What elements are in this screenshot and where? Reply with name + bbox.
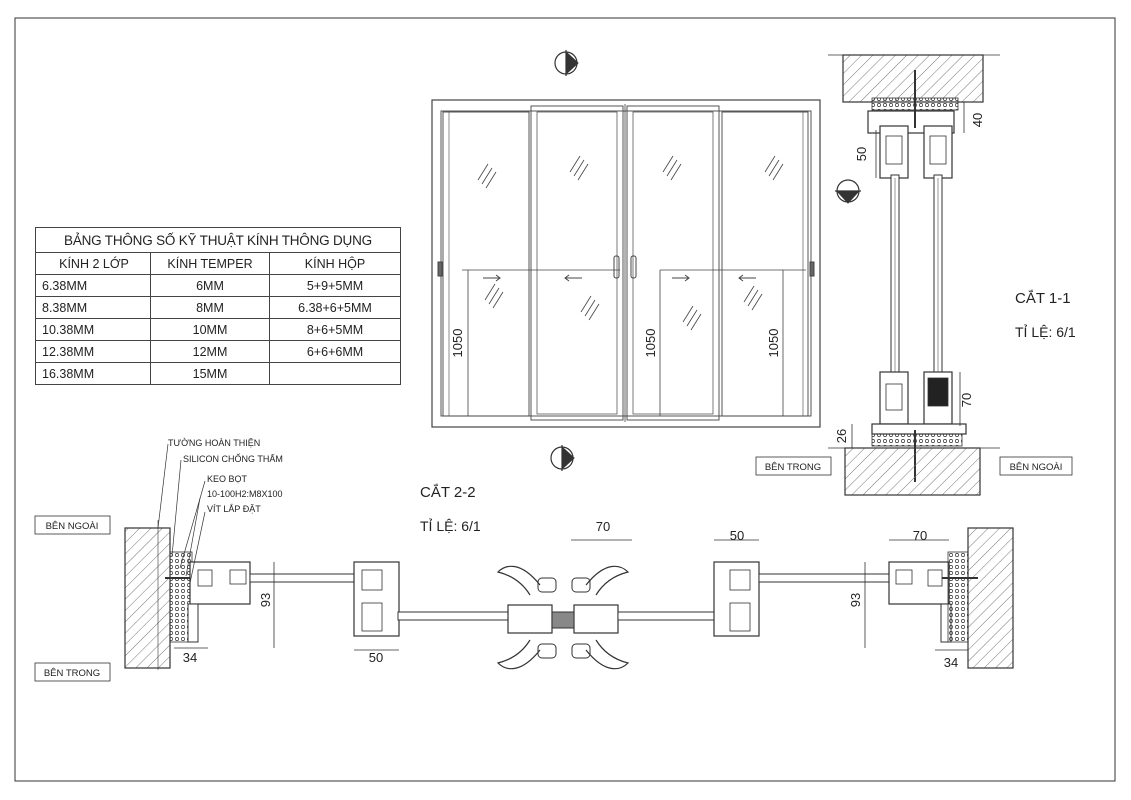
- s22-scale: TỈ LỆ: 6/1: [420, 518, 481, 534]
- table-cell: 6MM: [150, 274, 270, 297]
- glass-spec-table: BẢNG THÔNG SỐ KỸ THUẬT KÍNH THÔNG DỤNG K…: [35, 227, 401, 385]
- table-header-row: KÍNH 2 LỚP KÍNH TEMPER KÍNH HỘP: [35, 252, 401, 275]
- section-marker-top: [554, 50, 579, 76]
- table-cell: 6.38+6+5MM: [269, 296, 401, 319]
- s22-dim-50-right: 50: [730, 528, 744, 543]
- s22-outside-box: [34, 515, 111, 535]
- s22-dim-70-center: 70: [596, 519, 610, 534]
- s22-dim-70-right: 70: [913, 528, 927, 543]
- table-row: 12.38MM 12MM 6+6+6MM: [35, 340, 401, 363]
- table-cell: 16.38MM: [35, 362, 151, 385]
- callout-screw: VÍT LẮP ĐẶT: [207, 504, 261, 514]
- elev-dim-1050-a: 1050: [450, 329, 465, 358]
- table-cell: 8+6+5MM: [269, 318, 401, 341]
- col-header-insulated: KÍNH HỘP: [269, 252, 401, 275]
- s22-dim-34-right: 34: [944, 655, 958, 670]
- section-2-2-drawing: [124, 443, 1014, 670]
- s11-scale: TỈ LỆ: 6/1: [1015, 324, 1076, 340]
- s11-outside-box: [999, 456, 1073, 476]
- section-marker-bottom: [550, 445, 575, 471]
- section-1-1-drawing: [828, 54, 1000, 496]
- callout-foam: KEO BỌT: [207, 474, 248, 484]
- table-row: 16.38MM 15MM: [35, 362, 401, 385]
- elev-dim-1050-c: 1050: [766, 329, 781, 358]
- s22-dim-93-right: 93: [848, 593, 863, 607]
- s22-label-inside: BÊN TRONG: [44, 668, 100, 679]
- s11-label-inside: BÊN TRONG: [765, 462, 821, 473]
- s11-title: CẮT 1-1: [1015, 289, 1071, 307]
- table-cell: 8.38MM: [35, 296, 151, 319]
- elev-dim-1050-b: 1050: [643, 329, 658, 358]
- s11-dim-top: 40: [970, 113, 985, 127]
- callout-wall: TƯỜNG HOÀN THIỆN: [168, 438, 260, 448]
- table-row: 10.38MM 10MM 8+6+5MM: [35, 318, 401, 341]
- s11-label-outside: BÊN NGOÀI: [1010, 462, 1063, 473]
- table-title-row: BẢNG THÔNG SỐ KỸ THUẬT KÍNH THÔNG DỤNG: [35, 227, 401, 253]
- table-row: 6.38MM 6MM 5+9+5MM: [35, 274, 401, 297]
- s11-dim-lower: 70: [959, 393, 974, 407]
- s22-dim-50-left: 50: [369, 650, 383, 665]
- s11-dim-upper: 50: [854, 147, 869, 161]
- s11-dim-bottom: 26: [834, 429, 849, 443]
- table-cell: [269, 362, 401, 385]
- callout-anchor: 10-100H2:M8X100: [207, 489, 283, 499]
- s11-inside-box: [755, 456, 832, 476]
- door-elevation: [431, 99, 821, 428]
- s22-title: CẮT 2-2: [420, 483, 476, 501]
- table-cell: 6.38MM: [35, 274, 151, 297]
- s22-dim-93-left: 93: [258, 593, 273, 607]
- table-cell: 10MM: [150, 318, 270, 341]
- s22-dim-34-left: 34: [183, 650, 197, 665]
- s22-label-outside: BÊN NGOÀI: [46, 521, 99, 532]
- table-cell: 10.38MM: [35, 318, 151, 341]
- sheet-border: [14, 17, 1116, 782]
- col-header-tempered: KÍNH TEMPER: [150, 252, 270, 275]
- table-cell: 12.38MM: [35, 340, 151, 363]
- table-row: 8.38MM 8MM 6.38+6+5MM: [35, 296, 401, 319]
- table-cell: 12MM: [150, 340, 270, 363]
- table-cell: 5+9+5MM: [269, 274, 401, 297]
- section-marker-side: [835, 179, 861, 204]
- s22-inside-box: [34, 662, 111, 682]
- table-cell: 6+6+6MM: [269, 340, 401, 363]
- table-cell: 15MM: [150, 362, 270, 385]
- table-title: BẢNG THÔNG SỐ KỸ THUẬT KÍNH THÔNG DỤNG: [35, 227, 401, 253]
- col-header-laminated: KÍNH 2 LỚP: [35, 252, 151, 275]
- callout-silicon: SILICON CHỐNG THẤM: [183, 453, 283, 464]
- table-cell: 8MM: [150, 296, 270, 319]
